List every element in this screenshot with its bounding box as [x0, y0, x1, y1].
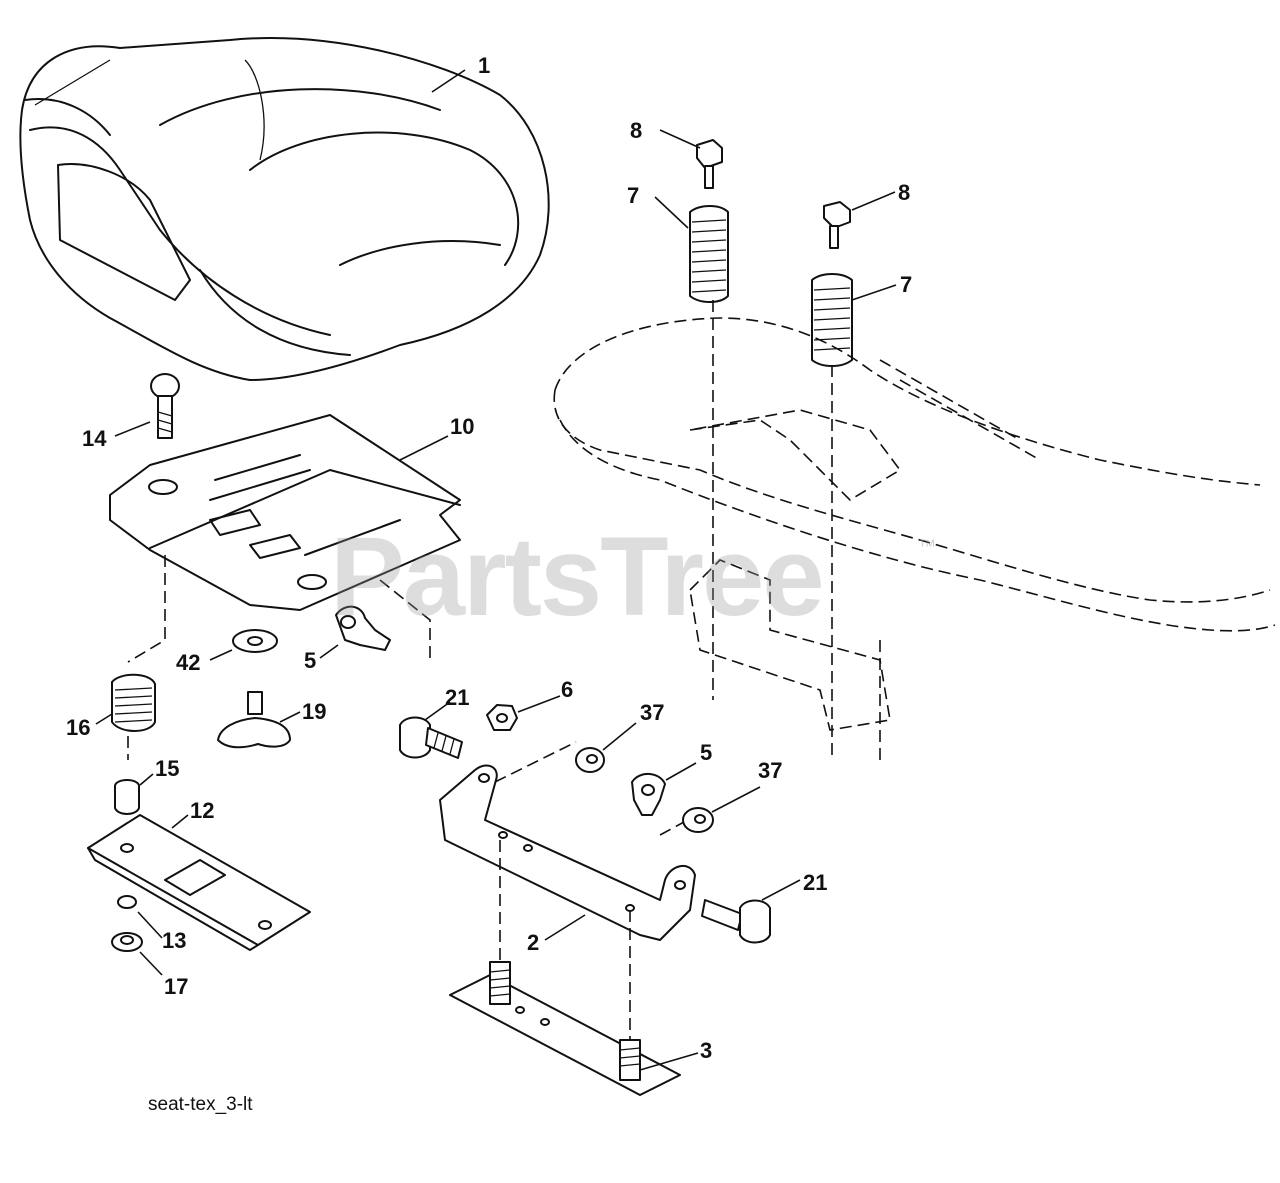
- callout-7-left: 7: [627, 183, 639, 208]
- callout-13: 13: [162, 928, 186, 953]
- callout-8-left: 8: [630, 118, 642, 143]
- bushing-15: [114, 779, 140, 815]
- trademark-symbol: ™: [918, 536, 936, 556]
- callout-2: 2: [527, 930, 539, 955]
- callout-14: 14: [82, 426, 107, 451]
- flange-nut-17: [111, 932, 143, 952]
- bolt-21-left: [399, 716, 463, 759]
- spring-16: [111, 673, 156, 732]
- spring-7-right: [811, 273, 853, 367]
- nut-37-upper: [575, 747, 605, 773]
- callout-37-lower: 37: [758, 758, 782, 783]
- knob-19: [217, 691, 291, 749]
- mower-frame-outline: [553, 300, 1276, 760]
- carriage-bolt-14: [150, 373, 180, 439]
- callout-6: 6: [561, 677, 573, 702]
- nut-37-lower: [682, 807, 714, 833]
- callout-17: 17: [164, 974, 188, 999]
- callout-5-upper: 5: [304, 648, 316, 673]
- callout-1: 1: [478, 53, 490, 78]
- watermark: PartsTree: [330, 514, 825, 639]
- callout-19: 19: [302, 699, 326, 724]
- callout-5-lower: 5: [700, 740, 712, 765]
- callout-21-left: 21: [445, 685, 469, 710]
- callout-3: 3: [700, 1038, 712, 1063]
- clip-5-upper: [335, 605, 391, 651]
- washer-42: [232, 629, 278, 653]
- seat-part: [19, 37, 550, 381]
- plate-3: [449, 961, 681, 1096]
- callout-42: 42: [176, 650, 200, 675]
- callout-10: 10: [450, 414, 474, 439]
- callout-7-right: 7: [900, 272, 912, 297]
- callout-37-upper: 37: [640, 700, 664, 725]
- clip-5-lower: [631, 773, 666, 816]
- slide-plate-12: [87, 814, 311, 951]
- callout-16: 16: [66, 715, 90, 740]
- spring-7-left: [689, 205, 729, 303]
- callout-15: 15: [155, 756, 179, 781]
- diagram-caption: seat-tex_3-lt: [148, 1094, 253, 1115]
- bolt-8-right: [823, 201, 851, 249]
- bolt-8-left: [696, 139, 723, 189]
- bolt-21-right: [701, 899, 771, 944]
- nut-6: [486, 704, 518, 731]
- callout-12: 12: [190, 798, 214, 823]
- callout-21-right: 21: [803, 870, 827, 895]
- nut-13: [117, 895, 137, 909]
- callout-8-right: 8: [898, 180, 910, 205]
- seat-pan-10: [109, 414, 461, 611]
